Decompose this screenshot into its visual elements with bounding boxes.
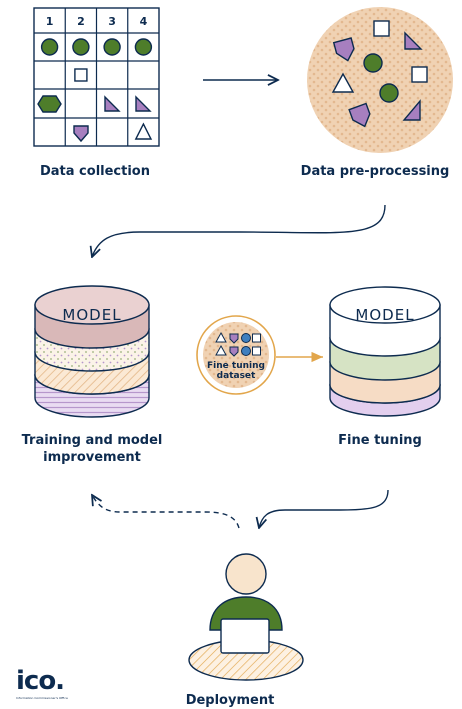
purple-pentagon-icon	[229, 333, 239, 344]
model-label: MODEL	[355, 306, 414, 324]
purple-pentagon-icon	[73, 125, 89, 143]
grid-header-1: 1	[46, 15, 54, 28]
green-circle-icon	[363, 53, 383, 73]
white-square-icon	[411, 66, 428, 83]
white-triangle-icon	[134, 122, 153, 140]
laptop-icon	[220, 618, 270, 654]
blue-circle-icon	[241, 346, 251, 356]
white-square-icon	[373, 20, 390, 37]
ico-logo: ico.	[16, 666, 65, 696]
preprocessing-circle	[307, 7, 453, 153]
green-hexagon-icon	[37, 95, 62, 113]
purple-triangle-icon	[402, 99, 421, 121]
person-head	[225, 553, 267, 595]
data-collection-label: Data collection	[39, 164, 150, 179]
green-circle-icon	[103, 38, 121, 56]
deployment-label: Deployment	[185, 693, 275, 708]
white-triangle-icon	[331, 72, 355, 93]
data-preprocessing-label: Data pre-processing	[300, 164, 450, 179]
purple-triangle-icon	[135, 95, 152, 112]
green-circle-icon	[379, 83, 399, 103]
grid-header-3: 3	[108, 15, 116, 28]
fine-tuned-model-cylinder: MODEL	[329, 286, 441, 417]
white-square-icon	[252, 346, 261, 356]
white-triangle-icon	[215, 344, 227, 356]
dataset-label-line2: dataset	[217, 371, 256, 381]
deployment-user-illustration	[188, 553, 304, 681]
green-circle-icon	[40, 38, 59, 56]
grid-header-2: 2	[77, 15, 85, 28]
purple-triangle-icon	[104, 95, 121, 112]
model-label: MODEL	[62, 306, 121, 324]
arrow-preprocessing-to-training	[92, 204, 386, 257]
white-square-icon	[252, 333, 261, 343]
training-model-cylinder: MODEL	[34, 285, 150, 418]
white-triangle-icon	[215, 331, 227, 343]
training-label: Training and model improvement	[21, 433, 163, 465]
blue-circle-icon	[241, 333, 251, 343]
purple-pentagon-icon	[348, 102, 371, 128]
purple-pentagon-icon	[229, 346, 239, 357]
purple-triangle-icon	[404, 31, 423, 50]
purple-pentagon-icon	[332, 37, 355, 62]
arrow-finetuning-to-deployment	[259, 489, 389, 528]
green-circle-icon	[72, 38, 90, 56]
dataset-label-line1: Fine tuning	[207, 361, 265, 371]
fine-tuning-label: Fine tuning	[338, 433, 422, 448]
dashed-arrow-deployment-to-training	[92, 495, 240, 529]
fine-tuning-dataset-badge: Fine tuning dataset	[196, 315, 276, 395]
green-circle-icon	[134, 38, 153, 56]
ico-logo-subtitle: Information Commissioner's Office	[16, 696, 68, 700]
data-collection-grid: 1 2 3 4	[33, 7, 160, 147]
white-square-icon	[74, 68, 88, 82]
grid-header-4: 4	[140, 15, 148, 28]
